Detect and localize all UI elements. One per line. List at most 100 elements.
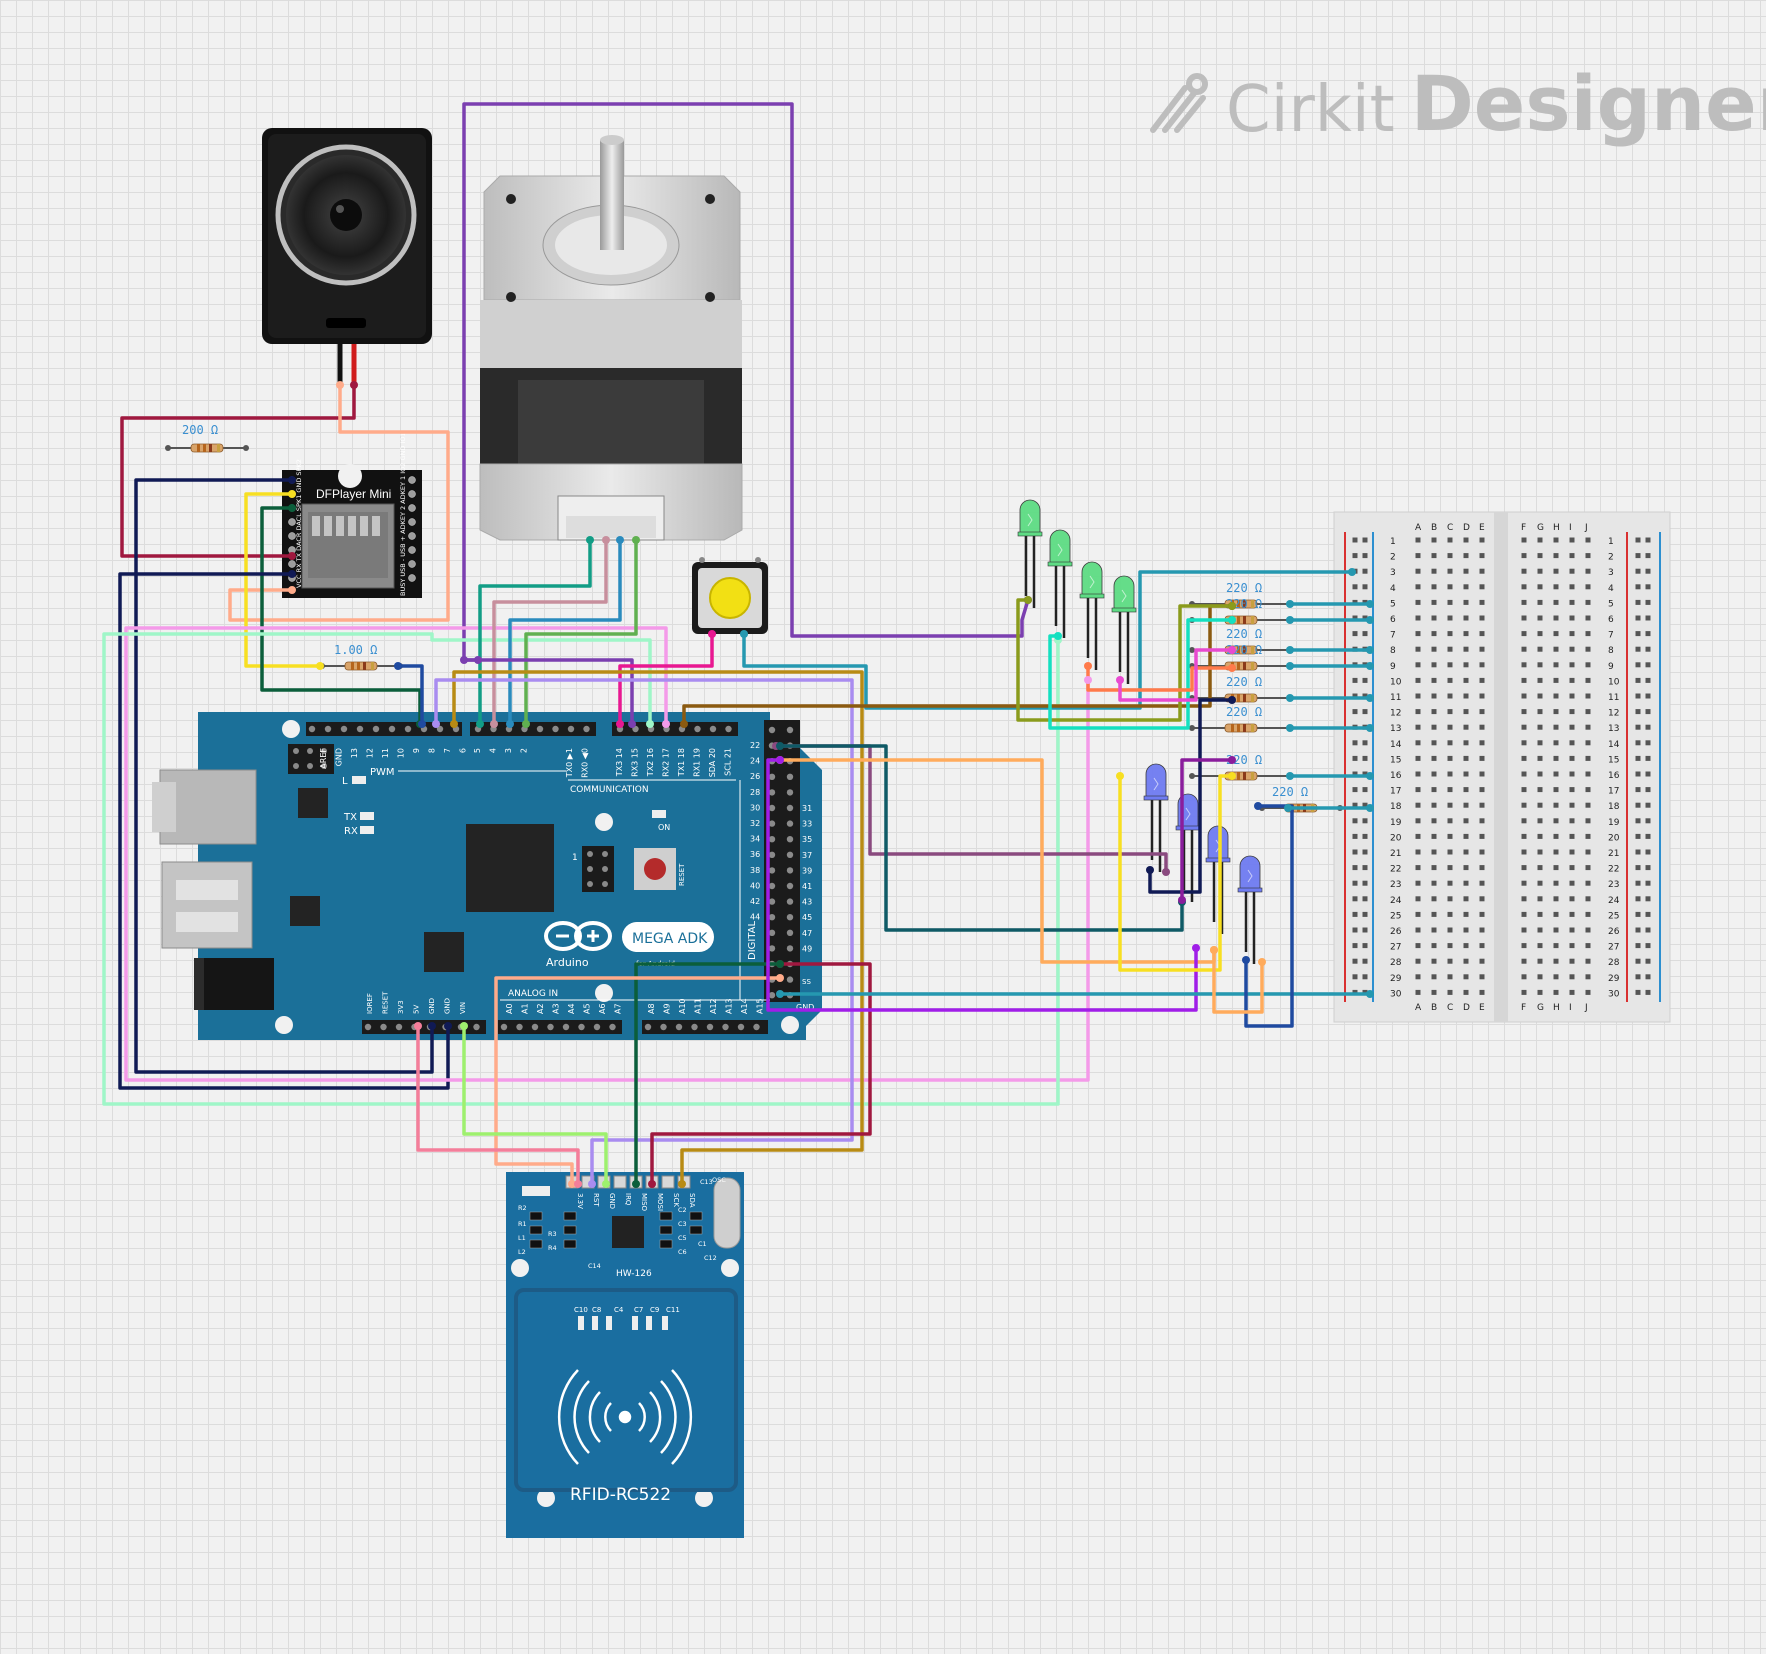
breadboard-hole[interactable] bbox=[1585, 771, 1591, 777]
breadboard-rail-hole[interactable] bbox=[1362, 958, 1368, 964]
breadboard-hole[interactable] bbox=[1569, 989, 1575, 995]
breadboard-hole[interactable] bbox=[1479, 615, 1485, 621]
breadboard-rail-hole[interactable] bbox=[1362, 693, 1368, 699]
breadboard-hole[interactable] bbox=[1585, 646, 1591, 652]
breadboard-hole[interactable] bbox=[1537, 724, 1543, 730]
breadboard-hole[interactable] bbox=[1463, 693, 1469, 699]
breadboard-rail-hole[interactable] bbox=[1645, 677, 1651, 683]
arduino-pin[interactable] bbox=[786, 976, 794, 983]
breadboard-rail-hole[interactable] bbox=[1352, 771, 1358, 777]
breadboard-hole[interactable] bbox=[1415, 584, 1421, 590]
breadboard-hole[interactable] bbox=[1463, 755, 1469, 761]
breadboard-hole[interactable] bbox=[1447, 553, 1453, 559]
breadboard-hole[interactable] bbox=[1569, 709, 1575, 715]
breadboard-rail-hole[interactable] bbox=[1362, 677, 1368, 683]
breadboard-hole[interactable] bbox=[1569, 974, 1575, 980]
breadboard-rail-hole[interactable] bbox=[1645, 880, 1651, 886]
breadboard-hole[interactable] bbox=[1431, 584, 1437, 590]
breadboard-hole[interactable] bbox=[1585, 865, 1591, 871]
arduino-pin[interactable] bbox=[768, 882, 776, 890]
push-button[interactable] bbox=[692, 557, 768, 634]
breadboard-hole[interactable] bbox=[1553, 849, 1559, 855]
breadboard-hole[interactable] bbox=[1447, 599, 1453, 605]
breadboard-hole[interactable] bbox=[1415, 553, 1421, 559]
breadboard-hole[interactable] bbox=[1479, 662, 1485, 668]
arduino-pin[interactable] bbox=[404, 725, 412, 733]
breadboard-hole[interactable] bbox=[1479, 709, 1485, 715]
breadboard-hole[interactable] bbox=[1415, 880, 1421, 886]
breadboard-hole[interactable] bbox=[1521, 771, 1527, 777]
breadboard-hole[interactable] bbox=[1553, 662, 1559, 668]
breadboard-rail-hole[interactable] bbox=[1635, 802, 1641, 808]
arduino-pin[interactable] bbox=[786, 820, 794, 827]
breadboard-hole[interactable] bbox=[1521, 599, 1527, 605]
breadboard-hole[interactable] bbox=[1569, 553, 1575, 559]
breadboard-rail-hole[interactable] bbox=[1352, 584, 1358, 590]
breadboard-hole[interactable] bbox=[1521, 787, 1527, 793]
breadboard-hole[interactable] bbox=[1569, 615, 1575, 621]
breadboard-hole[interactable] bbox=[1521, 958, 1527, 964]
arduino-pin[interactable] bbox=[786, 914, 794, 921]
breadboard-rail-hole[interactable] bbox=[1645, 599, 1651, 605]
breadboard-hole[interactable] bbox=[1537, 646, 1543, 652]
breadboard-hole[interactable] bbox=[1553, 755, 1559, 761]
breadboard-hole[interactable] bbox=[1585, 818, 1591, 824]
breadboard-rail-hole[interactable] bbox=[1645, 802, 1651, 808]
breadboard-hole[interactable] bbox=[1521, 615, 1527, 621]
breadboard-hole[interactable] bbox=[1569, 802, 1575, 808]
breadboard-rail-hole[interactable] bbox=[1645, 724, 1651, 730]
breadboard-hole[interactable] bbox=[1479, 771, 1485, 777]
resistor-2[interactable]: 220 Ω bbox=[1189, 581, 1293, 609]
breadboard-hole[interactable] bbox=[1463, 974, 1469, 980]
breadboard-hole[interactable] bbox=[1585, 833, 1591, 839]
breadboard-hole[interactable] bbox=[1553, 568, 1559, 574]
breadboard-hole[interactable] bbox=[1431, 787, 1437, 793]
breadboard-hole[interactable] bbox=[1537, 880, 1543, 886]
breadboard-rail-hole[interactable] bbox=[1635, 537, 1641, 543]
arduino-pin[interactable] bbox=[340, 725, 348, 733]
arduino-pin[interactable] bbox=[786, 851, 794, 858]
breadboard-hole[interactable] bbox=[1431, 599, 1437, 605]
resistor-1[interactable]: 1.00 Ω bbox=[319, 643, 403, 671]
breadboard-rail-hole[interactable] bbox=[1352, 553, 1358, 559]
breadboard-rail-hole[interactable] bbox=[1352, 677, 1358, 683]
arduino-pin[interactable] bbox=[356, 725, 364, 733]
breadboard-rail-hole[interactable] bbox=[1635, 974, 1641, 980]
breadboard-hole[interactable] bbox=[1447, 584, 1453, 590]
breadboard-rail-hole[interactable] bbox=[1645, 693, 1651, 699]
breadboard-rail-hole[interactable] bbox=[1352, 818, 1358, 824]
breadboard-hole[interactable] bbox=[1447, 802, 1453, 808]
breadboard-hole[interactable] bbox=[1569, 599, 1575, 605]
arduino-mega-adk[interactable]: 1 RESET TX RX L ON Arduino MEGA ADK for … bbox=[152, 712, 822, 1040]
breadboard-hole[interactable] bbox=[1553, 740, 1559, 746]
breadboard-hole[interactable] bbox=[1447, 615, 1453, 621]
breadboard-rail-hole[interactable] bbox=[1635, 709, 1641, 715]
arduino-pin[interactable] bbox=[768, 929, 776, 936]
breadboard-hole[interactable] bbox=[1463, 724, 1469, 730]
breadboard-rail-hole[interactable] bbox=[1352, 631, 1358, 637]
breadboard-hole[interactable] bbox=[1537, 553, 1543, 559]
breadboard-hole[interactable] bbox=[1521, 896, 1527, 902]
arduino-pin[interactable] bbox=[552, 725, 559, 733]
breadboard-hole[interactable] bbox=[1569, 818, 1575, 824]
breadboard-rail-hole[interactable] bbox=[1362, 584, 1368, 590]
breadboard-hole[interactable] bbox=[1537, 911, 1543, 917]
breadboard-hole[interactable] bbox=[1569, 849, 1575, 855]
breadboard-hole[interactable] bbox=[1553, 989, 1559, 995]
breadboard-hole[interactable] bbox=[1521, 927, 1527, 933]
breadboard-hole[interactable] bbox=[1479, 755, 1485, 761]
breadboard-rail-hole[interactable] bbox=[1352, 755, 1358, 761]
breadboard-hole[interactable] bbox=[1585, 896, 1591, 902]
breadboard-hole[interactable] bbox=[1479, 802, 1485, 808]
arduino-pin[interactable] bbox=[786, 867, 794, 874]
resistor-5[interactable]: 220 Ω bbox=[1189, 643, 1293, 671]
breadboard-hole[interactable] bbox=[1463, 740, 1469, 746]
breadboard-rail-hole[interactable] bbox=[1645, 771, 1651, 777]
breadboard-hole[interactable] bbox=[1569, 693, 1575, 699]
breadboard-rail-hole[interactable] bbox=[1362, 865, 1368, 871]
rfid-pin[interactable] bbox=[613, 1175, 627, 1189]
breadboard-hole[interactable] bbox=[1585, 615, 1591, 621]
breadboard-hole[interactable] bbox=[1585, 677, 1591, 683]
arduino-pin[interactable] bbox=[388, 725, 396, 733]
